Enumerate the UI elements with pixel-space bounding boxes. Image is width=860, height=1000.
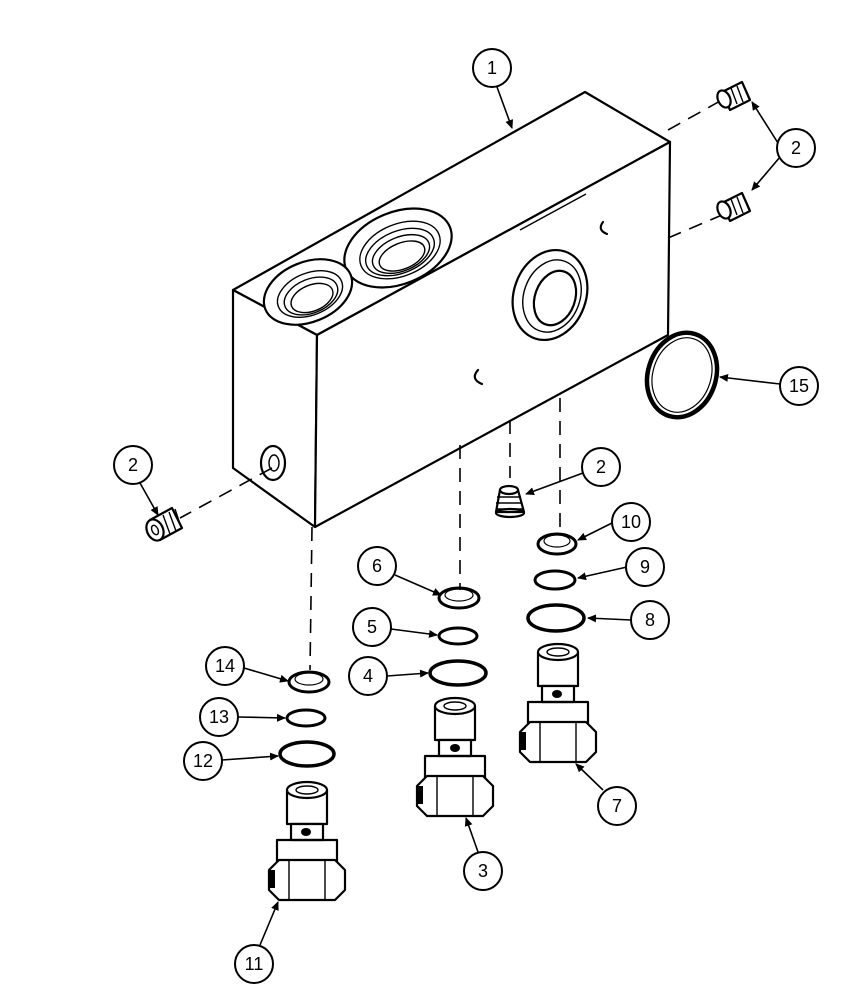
svg-text:11: 11	[245, 954, 264, 974]
callout-4: 4	[348, 656, 388, 696]
callout-5: 5	[352, 607, 392, 647]
callout-2-bottom: 2	[581, 447, 621, 487]
backup-ring-14	[287, 670, 331, 694]
svg-text:1: 1	[487, 58, 497, 78]
svg-text:2: 2	[128, 455, 138, 475]
callout-2-left: 2	[113, 445, 153, 485]
callout-10: 10	[611, 502, 651, 542]
o-ring-12	[278, 740, 336, 768]
svg-text:3: 3	[478, 861, 488, 881]
o-ring-9	[533, 569, 577, 591]
svg-text:13: 13	[209, 707, 229, 727]
plug-top-right-upper	[716, 80, 752, 112]
side-hole-upper	[599, 220, 609, 236]
callout-11: 11	[234, 944, 274, 984]
side-hole-lower	[473, 368, 484, 386]
plug-left	[145, 506, 184, 542]
svg-text:4: 4	[363, 666, 373, 686]
svg-text:5: 5	[367, 617, 377, 637]
callout-15: 15	[779, 366, 819, 406]
backup-ring-10	[536, 532, 578, 556]
front-face-hole	[259, 444, 287, 482]
o-ring-13	[285, 708, 327, 728]
valve-block	[231, 90, 672, 529]
callout-6: 6	[357, 546, 397, 586]
plug-top-right-lower	[716, 191, 752, 223]
callout-2-top-right: 2	[776, 128, 816, 168]
backup-ring-6	[437, 586, 481, 610]
cartridge-valve-11	[267, 780, 347, 902]
o-ring-4	[428, 659, 488, 687]
o-ring-5	[437, 626, 479, 646]
callout-13: 13	[199, 697, 239, 737]
leader-lines	[139, 86, 781, 946]
callout-14: 14	[205, 646, 245, 686]
svg-text:7: 7	[612, 796, 622, 816]
svg-text:10: 10	[621, 512, 641, 532]
cartridge-valve-7	[518, 642, 598, 764]
callout-3: 3	[463, 851, 503, 891]
svg-text:6: 6	[372, 556, 382, 576]
callout-1: 1	[472, 48, 512, 88]
callout-9: 9	[625, 547, 665, 587]
small-threaded-port	[262, 258, 354, 326]
svg-text:15: 15	[789, 376, 809, 396]
cartridge-valve-3	[415, 696, 495, 818]
svg-text:8: 8	[645, 610, 655, 630]
callout-12: 12	[183, 741, 223, 781]
callout-7: 7	[597, 786, 637, 826]
callout-8: 8	[630, 600, 670, 640]
svg-text:9: 9	[640, 557, 650, 577]
alignment-lines	[179, 99, 723, 671]
large-o-ring-15	[644, 330, 720, 420]
o-ring-8	[526, 603, 586, 633]
large-threaded-port	[343, 207, 453, 289]
cavity-port	[511, 248, 589, 342]
svg-text:2: 2	[596, 457, 606, 477]
svg-text:12: 12	[193, 751, 213, 771]
svg-text:14: 14	[215, 656, 235, 676]
svg-text:2: 2	[791, 138, 801, 158]
plug-bottom	[494, 484, 526, 519]
